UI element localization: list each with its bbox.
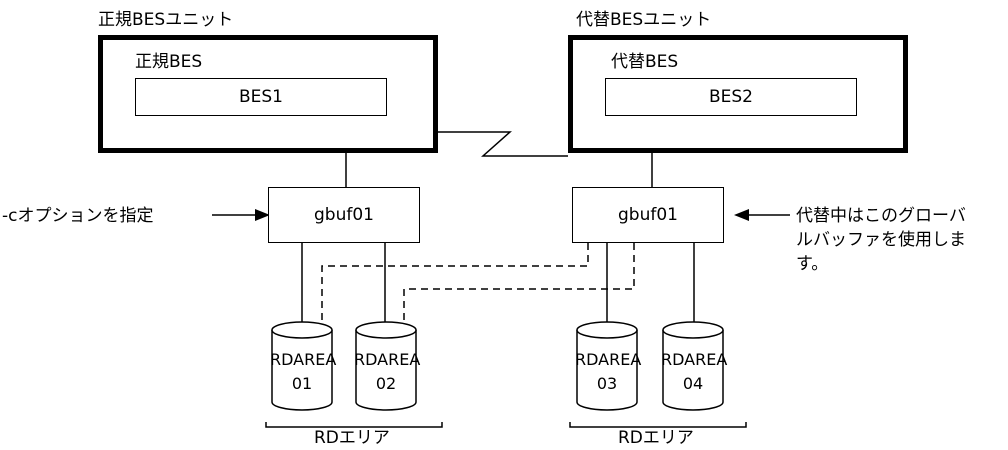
bes2-box: BES2 [605, 78, 857, 116]
rdarea-03-cylinder: RDAREA 03 [575, 320, 642, 412]
left-note-text: -cオプションを指定 [2, 206, 154, 226]
group-bracket-left [265, 422, 443, 428]
bes1-box: BES1 [135, 78, 387, 116]
rdarea-01-number: 01 [291, 374, 313, 393]
rdarea-01-cylinder: RDAREA 01 [270, 320, 337, 412]
bes2-label: BES2 [708, 87, 753, 107]
rdarea-03-number: 03 [596, 374, 618, 393]
primary-unit-title: 正規BESユニット [98, 10, 234, 30]
left-buffer-box: gbuf01 [268, 187, 420, 243]
rdarea-01-name: RDAREA [270, 350, 337, 369]
alt-path-rdarea02 [403, 243, 635, 320]
group-label-left: RDエリア [314, 428, 390, 448]
unit-link-line [438, 131, 568, 157]
alternate-unit-title: 代替BESユニット [576, 10, 712, 30]
cylinder-icon [271, 321, 333, 411]
group-label-right: RDエリア [618, 428, 694, 448]
left-buffer-label: gbuf01 [314, 205, 374, 225]
alternate-unit-box: 代替BES BES2 [568, 35, 908, 153]
rdarea-04-number: 04 [682, 374, 704, 393]
alt-path-rdarea01 [321, 243, 589, 320]
rdarea-02-cylinder: RDAREA 02 [354, 320, 421, 412]
cylinder-icon [576, 321, 638, 411]
right-buffer-box: gbuf01 [572, 187, 724, 243]
right-note-line-3: す。 [796, 254, 829, 274]
right-note-line-2: ルバッファを使用しま [796, 230, 966, 250]
alternate-bes-label: 代替BES [611, 52, 679, 72]
left-note-arrowhead [255, 209, 270, 221]
bes1-label: BES1 [238, 87, 283, 107]
primary-unit-box: 正規BES BES1 [98, 35, 438, 153]
rdarea-02-number: 02 [375, 374, 397, 393]
rdarea-04-name: RDAREA [661, 350, 728, 369]
group-bracket-right [569, 422, 747, 428]
right-note-arrowhead [734, 209, 749, 221]
cylinder-icon [355, 321, 417, 411]
rdarea-03-name: RDAREA [575, 350, 642, 369]
primary-bes-label: 正規BES [135, 52, 203, 72]
cylinder-icon [662, 321, 724, 411]
rdarea-02-name: RDAREA [354, 350, 421, 369]
right-buffer-label: gbuf01 [618, 205, 678, 225]
rdarea-04-cylinder: RDAREA 04 [661, 320, 728, 412]
right-note-line-1: 代替中はこのグローバ [796, 206, 966, 226]
